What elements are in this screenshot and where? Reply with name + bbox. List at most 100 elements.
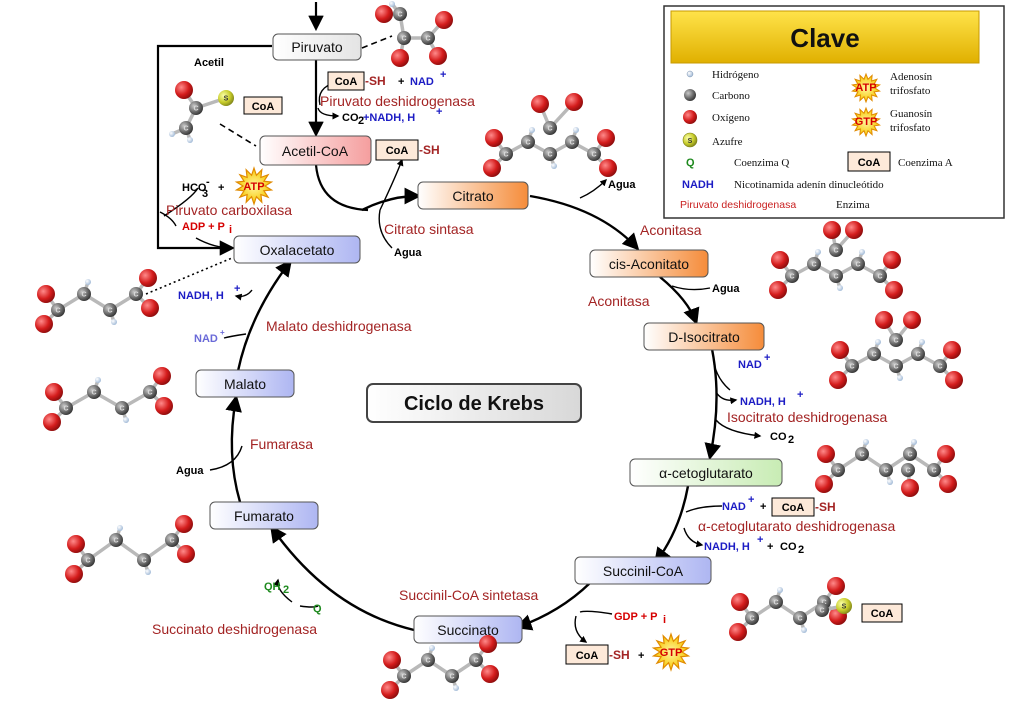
- coa-tag: CoA: [386, 145, 409, 157]
- malato-label: Malato: [224, 376, 266, 392]
- hydrogen-atom-icon: [95, 377, 101, 383]
- sh-label: -SH: [609, 648, 630, 662]
- nadh-label: NADH, H: [704, 541, 750, 553]
- gdp-pi-label: GDP + P: [614, 611, 658, 623]
- carbon-letter: C: [907, 452, 912, 459]
- oxygen-atom-icon: [937, 445, 955, 463]
- hydrogen-atom-icon: [429, 645, 435, 651]
- oxygen-atom-icon: [483, 159, 501, 177]
- co2-sub: 2: [788, 434, 794, 446]
- carbon-atom-icon: C: [109, 533, 123, 547]
- acetil-coa-box: Acetil-CoA: [259, 135, 372, 166]
- oxalacetato-label: Oxalacetato: [260, 242, 335, 258]
- succinil-s: CS: [815, 598, 852, 617]
- pi-sub: i: [229, 224, 232, 236]
- succinil-coa-box: Succinil-CoA: [574, 556, 712, 585]
- hydrogen-atom-icon: [863, 439, 869, 445]
- key-hidrogeno: Hidrógeno: [712, 69, 760, 81]
- sh-label: -SH: [419, 143, 440, 157]
- sulfur-atom-icon: [682, 132, 698, 148]
- coa-tag: CoA: [782, 502, 805, 514]
- carbon-letter: C: [819, 608, 824, 615]
- carbon-atom-icon: C: [565, 135, 579, 149]
- key-adenosin-1: Adenosín: [890, 71, 933, 83]
- oxygen-atom-icon: [485, 129, 503, 147]
- key-enzima: Enzima: [836, 199, 870, 211]
- carbon-atom-icon: [684, 89, 696, 101]
- oxygen-atom-icon: [943, 341, 961, 359]
- carbon-atom-icon: C: [911, 347, 925, 361]
- enzyme-succinil-coa-sintetasa: Succinil-CoA sintetasa: [399, 587, 539, 603]
- co2-sub: 2: [798, 544, 804, 556]
- hydrogen-atom-icon: [573, 127, 579, 133]
- oxygen-atom-icon: [599, 159, 617, 177]
- d-isocitrato-label: D-Isocitrato: [668, 329, 740, 345]
- hydrogen-atom-icon: [111, 319, 117, 325]
- carbon-atom-icon: C: [889, 333, 903, 347]
- co2-sub: 2: [358, 115, 364, 127]
- cycle-title-box: Ciclo de Krebs: [366, 383, 582, 423]
- oxygen-atom-icon: [65, 565, 83, 583]
- carbon-letter: C: [397, 12, 402, 19]
- enzyme-malato-deshidrogenasa: Malato deshidrogenasa: [266, 318, 412, 334]
- acetil-coa-label: Acetil-CoA: [282, 143, 349, 159]
- carbon-atom-icon: C: [587, 147, 601, 161]
- enzyme-piruvato-deshidrogenasa: Piruvato deshidrogenasa: [320, 93, 475, 109]
- carbon-atom-icon: C: [543, 147, 557, 161]
- key-oxigeno: Oxígeno: [712, 112, 750, 124]
- hco3-label: HCO: [182, 182, 207, 194]
- carbon-letter: C: [749, 616, 754, 623]
- oxygen-atom-icon: [731, 593, 749, 611]
- agua-aconitasa-in: Agua: [712, 283, 740, 295]
- carbon-letter: C: [937, 364, 942, 371]
- oxygen-atom-icon: [479, 635, 497, 653]
- carbon-atom-icon: C: [189, 101, 203, 115]
- hco3-atp: HCO 3 - +: [182, 176, 224, 200]
- key-coenzima-q: Coenzima Q: [734, 157, 789, 169]
- oxygen-atom-icon: [67, 535, 85, 553]
- key-coa-symbol: CoA: [858, 157, 881, 169]
- carbon-atom-icon: C: [903, 447, 917, 461]
- key-guanosin-1: Guanosín: [890, 108, 933, 120]
- carbon-letter: C: [569, 140, 574, 147]
- oxygen-atom-icon: [945, 371, 963, 389]
- plus-sign: +: [218, 182, 224, 194]
- key-guanosin-2: trifosfato: [890, 122, 931, 134]
- carbon-atom-icon: C: [879, 463, 893, 477]
- carbon-letter: C: [931, 468, 936, 475]
- nadh-sup: +: [234, 283, 240, 295]
- co2-label: CO: [342, 112, 359, 124]
- sh-label: -SH: [365, 74, 386, 88]
- enzyme-fumarasa: Fumarasa: [250, 436, 313, 452]
- oxygen-atom-icon: [177, 545, 195, 563]
- nad-label: NAD: [722, 501, 746, 513]
- carbon-letter: C: [833, 274, 838, 281]
- enzyme-labels: Piruvato deshidrogenasa Piruvato carboxi…: [152, 93, 895, 637]
- hydrogen-atom-icon: [187, 137, 193, 143]
- hydrogen-atom-icon: [859, 249, 865, 255]
- carbon-letter: C: [119, 406, 124, 413]
- oxygen-atom-icon: [901, 479, 919, 497]
- nad-isocitrato: NAD + NADH, H + CO 2: [738, 352, 803, 446]
- succinato-label: Succinato: [437, 622, 499, 638]
- succinil-coa-label: Succinil-CoA: [603, 563, 684, 579]
- citrato-branch: C: [531, 93, 583, 135]
- carbon-letter: C: [883, 468, 888, 475]
- carbon-letter: C: [63, 406, 68, 413]
- carbon-atom-icon: C: [397, 31, 411, 45]
- oxygen-atom-icon: [153, 367, 171, 385]
- gtp-label: GTP: [660, 647, 683, 659]
- carbon-letter: C: [773, 600, 778, 607]
- hydrogen-atom-icon: [389, 1, 395, 7]
- pi-sub: i: [663, 614, 666, 626]
- carbon-letter: C: [877, 274, 882, 281]
- sulfur-letter: S: [224, 96, 229, 103]
- carbon-letter: C: [133, 292, 138, 299]
- key-q-symbol: Q: [686, 157, 695, 169]
- nad-label: NAD: [410, 76, 434, 88]
